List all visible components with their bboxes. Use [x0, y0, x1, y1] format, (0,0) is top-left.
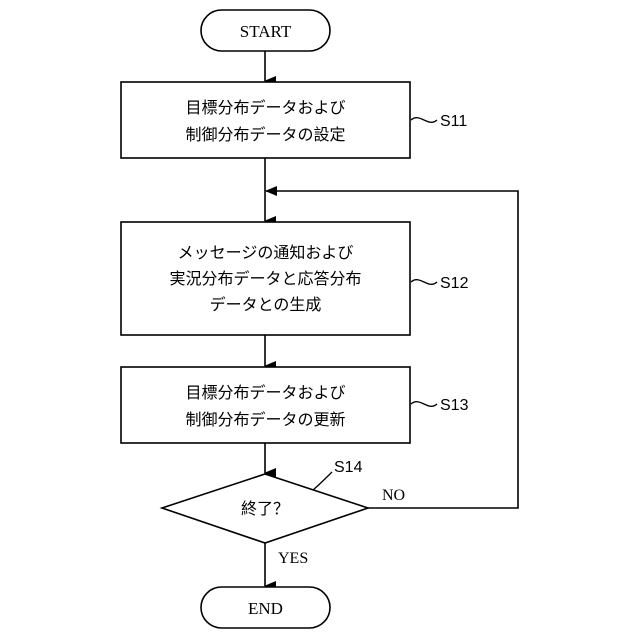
- yes-label: YES: [278, 550, 308, 567]
- step-label-s12: S12: [440, 275, 469, 292]
- start-label: START: [240, 22, 292, 41]
- step-label-s11: S11: [440, 113, 467, 130]
- step-label-s14: S14: [334, 459, 363, 476]
- decision-diamond: 終了？: [162, 474, 368, 543]
- step-box-s13: 目標分布データおよび 制御分布データの更新: [121, 367, 410, 443]
- start-terminal: START: [201, 10, 330, 51]
- step-s12-line-3: データとの生成: [210, 295, 322, 314]
- end-terminal: END: [201, 587, 330, 628]
- step-label-s13: S13: [440, 397, 469, 414]
- step-box-s12: メッセージの通知および 実況分布データと応答分布 データとの生成: [121, 222, 410, 335]
- step-s12-line-2: 実況分布データと応答分布: [169, 269, 361, 288]
- leader-s12: [411, 280, 437, 285]
- step-box-s11: 目標分布データおよび 制御分布データの設定: [121, 82, 410, 158]
- decision-label: 終了？: [241, 499, 289, 518]
- leader-s13: [411, 402, 437, 407]
- end-label: END: [248, 599, 283, 618]
- step-s12-line-1: メッセージの通知および: [178, 243, 354, 262]
- step-s13-line-1: 目標分布データおよび: [185, 383, 345, 402]
- step-s13-line-2: 制御分布データの更新: [185, 410, 345, 429]
- leader-s14: [313, 472, 332, 490]
- no-label: NO: [382, 487, 405, 504]
- leader-s11: [411, 118, 437, 123]
- step-s11-line-2: 制御分布データの設定: [185, 125, 345, 144]
- step-s11-line-1: 目標分布データおよび: [185, 98, 345, 117]
